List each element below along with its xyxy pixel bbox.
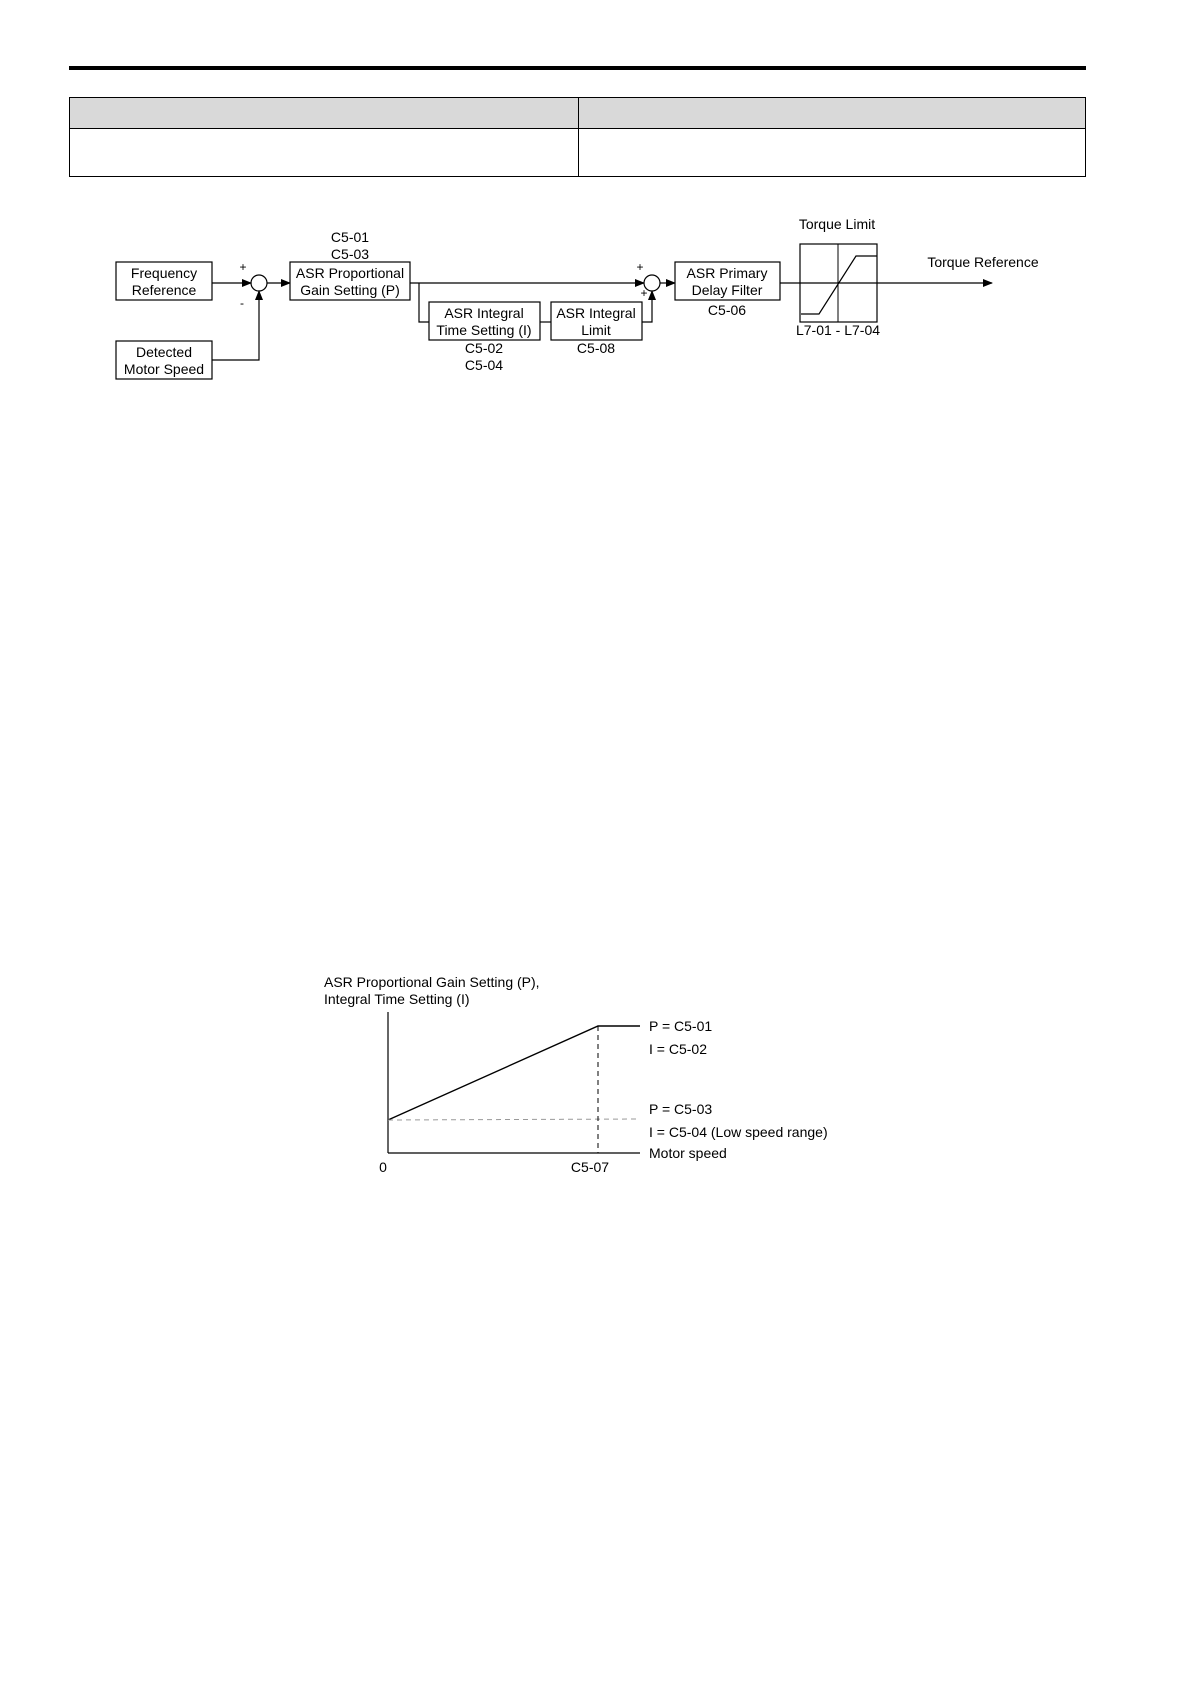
- header-table-head-row: [70, 98, 1085, 129]
- low-speed-reference-line: [387, 1118, 641, 1121]
- torque-limit-title: Torque Limit: [799, 216, 875, 232]
- asr-i-param-2: C5-04: [465, 357, 503, 373]
- asr-p-label-2: Gain Setting (P): [300, 282, 400, 298]
- detected-motor-speed-block: Detected Motor Speed: [115, 340, 213, 380]
- sum1-plus-sign: +: [239, 260, 246, 274]
- asr-i-limit-param: C5-08: [577, 340, 615, 356]
- asr-i-limit-label-2: Limit: [581, 322, 611, 338]
- chart-x-axis-label: Motor speed: [649, 1145, 727, 1161]
- limit-to-sum2-arrow: [642, 290, 656, 323]
- header-table: [69, 97, 1086, 177]
- chart-low-i-label: I = C5-04 (Low speed range): [649, 1124, 828, 1140]
- gain-ramp-line: [387, 1025, 640, 1121]
- frequency-reference-label-1: Frequency: [131, 265, 197, 281]
- asr-integral-time-block: ASR Integral Time Setting (I): [428, 301, 541, 341]
- chart-low-p-label: P = C5-03: [649, 1101, 712, 1117]
- asr-i-label-2: Time Setting (I): [436, 322, 531, 338]
- asr-i-param-1: C5-02: [465, 340, 503, 356]
- chart-high-p-label: P = C5-01: [649, 1018, 712, 1034]
- chart-x-mark-label: C5-07: [571, 1159, 609, 1175]
- asr-p-param-1: C5-01: [331, 229, 369, 245]
- asr-proportional-gain-block: ASR Proportional Gain Setting (P): [289, 261, 411, 301]
- chart-high-i-label: I = C5-02: [649, 1041, 707, 1057]
- gain-switching-chart: ASR Proportional Gain Setting (P), Integ…: [324, 974, 828, 1175]
- torque-reference-label: Torque Reference: [927, 254, 1039, 270]
- asr-i-limit-label-1: ASR Integral: [556, 305, 635, 321]
- header-table-column-divider: [578, 98, 579, 176]
- detected-motor-speed-label-1: Detected: [136, 344, 192, 360]
- delay-filter-param: C5-06: [708, 302, 746, 318]
- sum2-plus-bottom-sign: +: [640, 286, 647, 300]
- sum2-plus-top-sign: +: [636, 260, 643, 274]
- detected-motor-speed-label-2: Motor Speed: [124, 361, 204, 377]
- branch-to-asr-i-line: [418, 283, 429, 323]
- chart-y-title-1: ASR Proportional Gain Setting (P),: [324, 974, 540, 990]
- asr-p-param-2: C5-03: [331, 246, 369, 262]
- chart-origin-label: 0: [379, 1159, 387, 1175]
- asr-p-label-1: ASR Proportional: [296, 265, 404, 281]
- frequency-reference-block: Frequency Reference: [115, 261, 213, 301]
- page-top-rule: [69, 66, 1086, 70]
- summing-junction-1: [250, 274, 268, 292]
- motor-speed-to-sum1-arrow: [212, 290, 263, 361]
- chart-y-title-2: Integral Time Setting (I): [324, 991, 470, 1007]
- torque-limit-params: L7-01 - L7-04: [796, 322, 880, 338]
- frequency-reference-label-2: Reference: [132, 282, 197, 298]
- delay-filter-label-2: Delay Filter: [692, 282, 763, 298]
- asr-primary-delay-filter-block: ASR Primary Delay Filter: [674, 261, 781, 301]
- torque-limit-curve: [801, 255, 877, 315]
- delay-filter-label-1: ASR Primary: [687, 265, 768, 281]
- asr-block-diagram: Frequency Reference Detected Motor Speed…: [115, 216, 1039, 380]
- asr-integral-limit-block: ASR Integral Limit: [550, 301, 643, 341]
- sum1-minus-sign: -: [240, 296, 244, 310]
- asr-i-label-1: ASR Integral: [444, 305, 523, 321]
